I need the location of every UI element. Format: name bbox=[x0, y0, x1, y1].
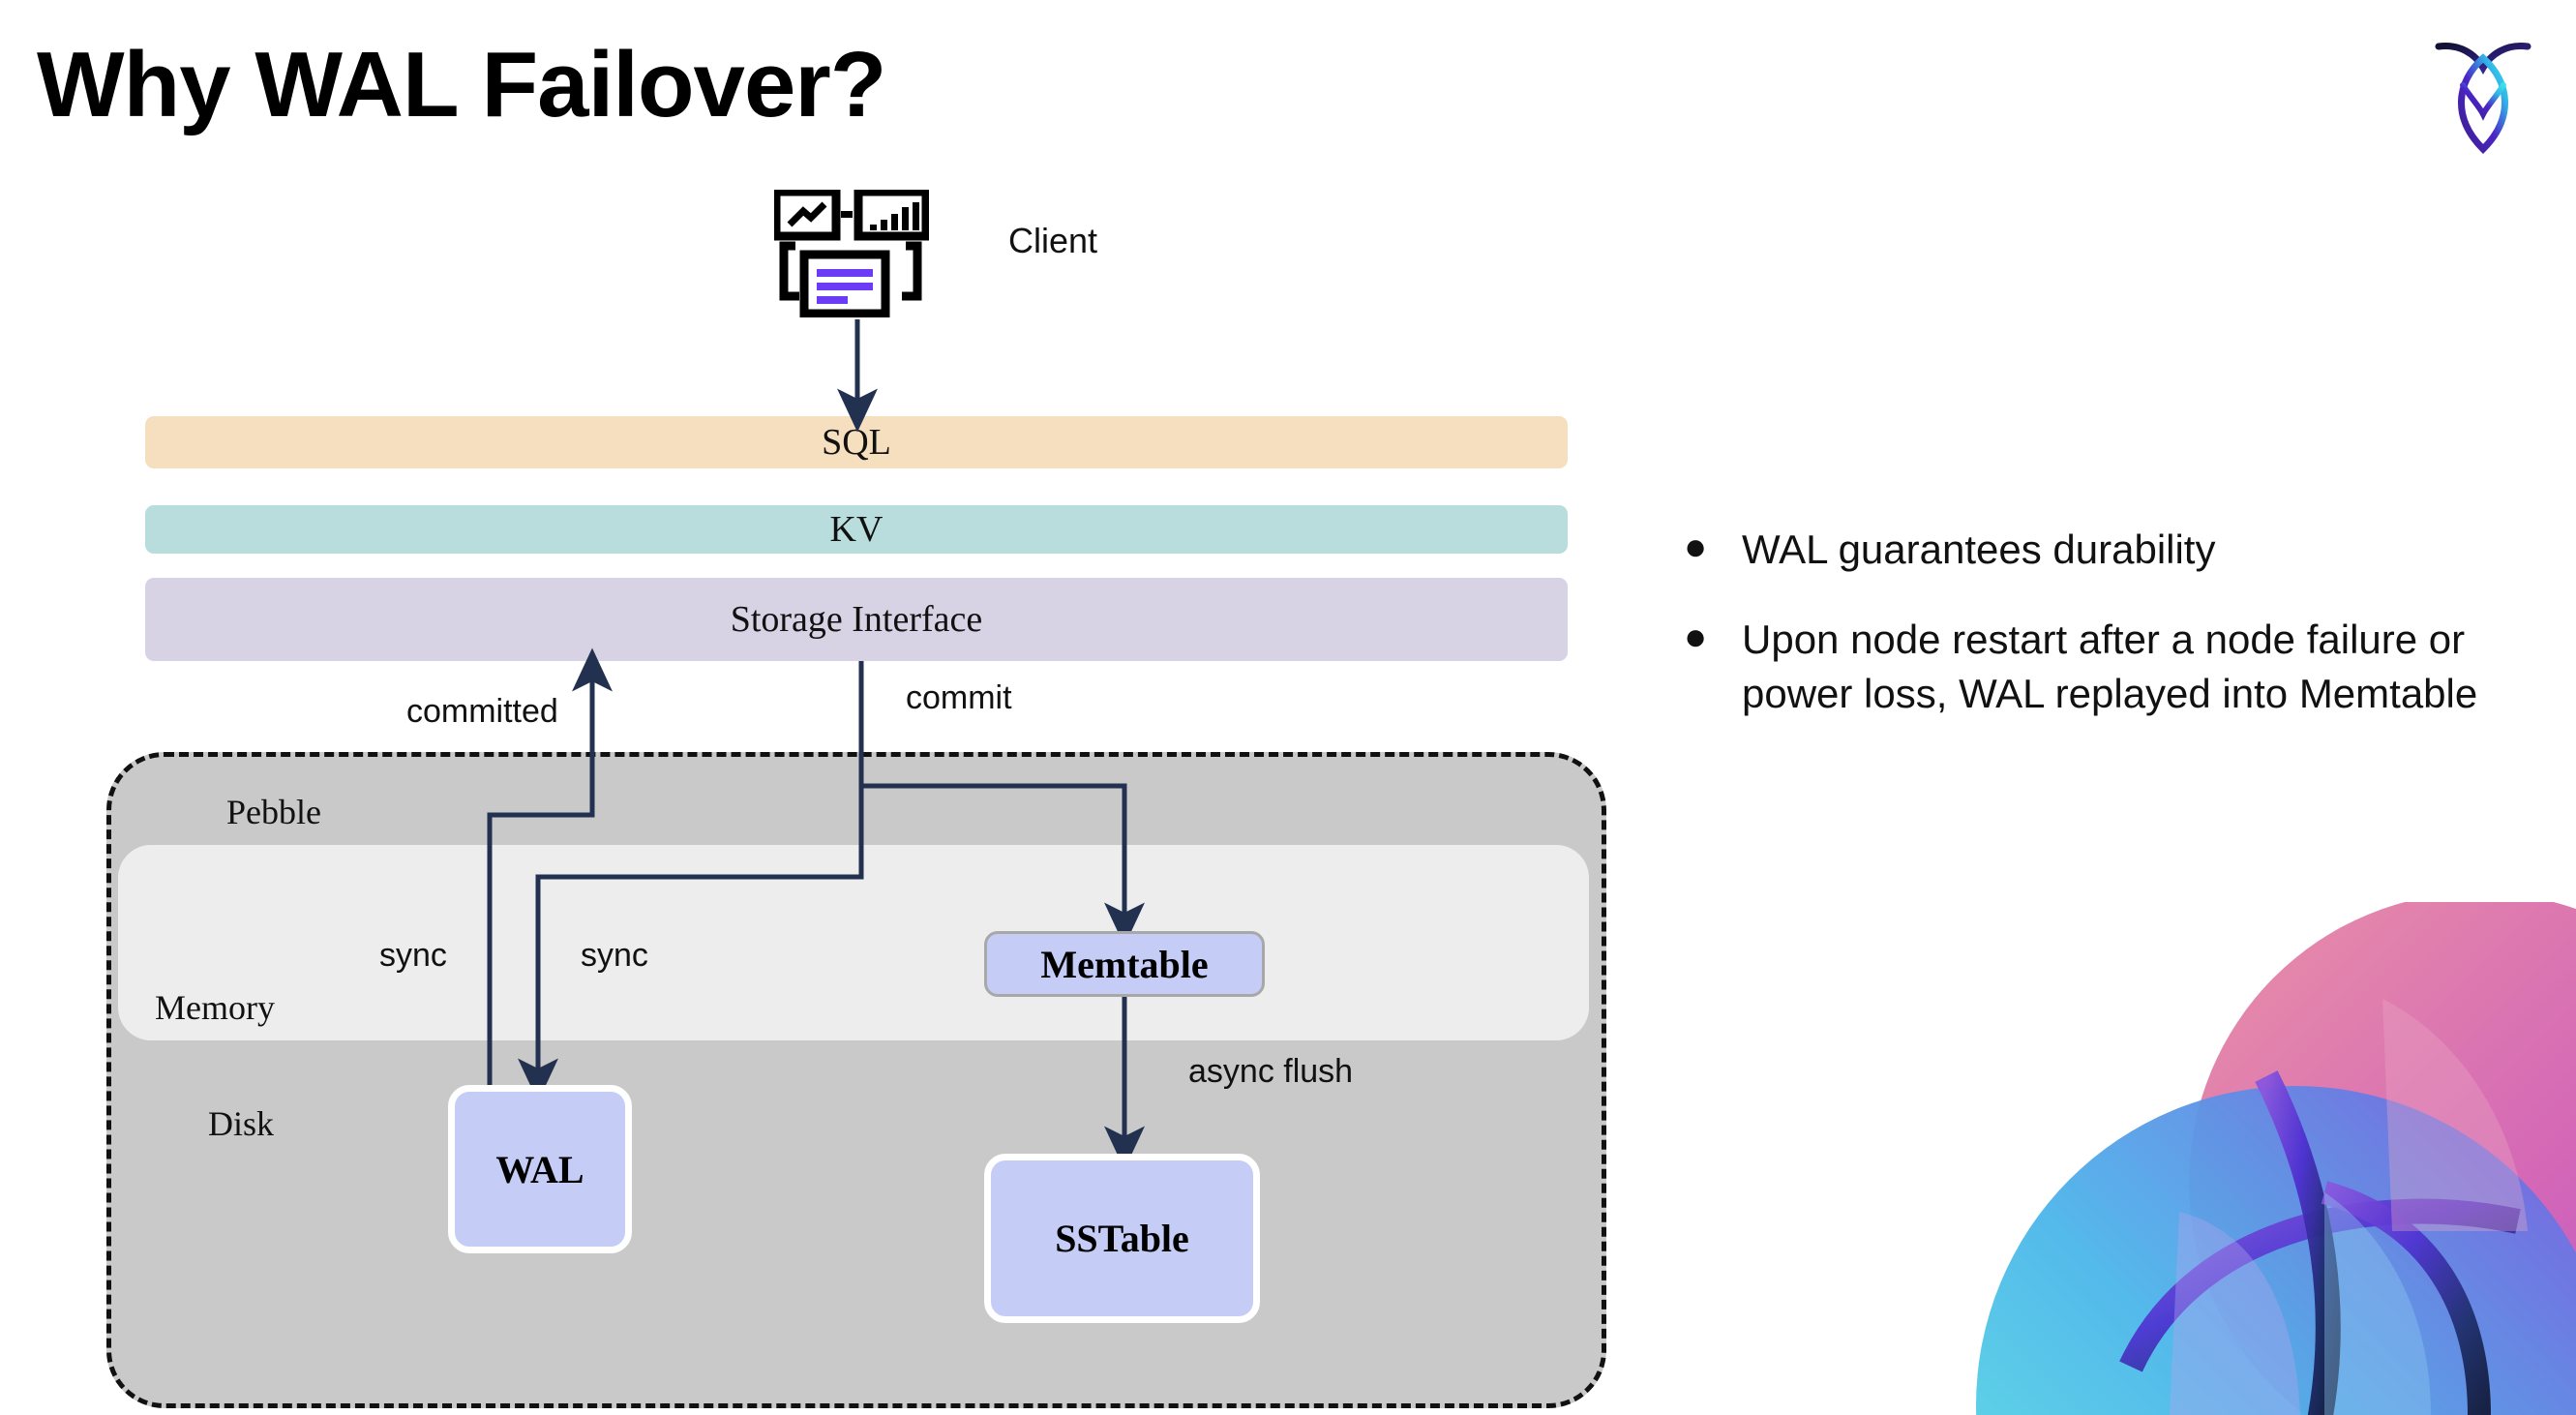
bullet-text: Upon node restart after a node failure o… bbox=[1742, 617, 2478, 716]
layer-bar-storage-interface-label: Storage Interface bbox=[730, 599, 983, 640]
edge-label-committed: committed bbox=[406, 693, 558, 730]
layer-bar-sql: SQL bbox=[145, 416, 1568, 468]
bullet-marker-icon: ● bbox=[1684, 526, 1708, 568]
pebble-label: Pebble bbox=[226, 793, 321, 831]
layer-bar-sql-label: SQL bbox=[822, 422, 891, 463]
bullet-text: WAL guarantees durability bbox=[1742, 527, 2216, 572]
cockroachdb-logo-icon bbox=[2431, 29, 2535, 155]
node-wal-label: WAL bbox=[495, 1147, 584, 1191]
layer-bar-kv: KV bbox=[145, 505, 1568, 554]
page-title: Why WAL Failover? bbox=[37, 33, 886, 136]
memory-band bbox=[118, 845, 1589, 1040]
node-memtable-label: Memtable bbox=[1040, 942, 1209, 986]
node-sstable: SSTable bbox=[984, 1154, 1260, 1323]
edge-label-commit: commit bbox=[906, 679, 1012, 716]
node-sstable-label: SSTable bbox=[1055, 1217, 1189, 1260]
layer-bar-kv-label: KV bbox=[829, 509, 884, 550]
cockroachdb-abstract-art-icon bbox=[1976, 902, 2576, 1415]
node-wal: WAL bbox=[448, 1085, 632, 1253]
node-memtable: Memtable bbox=[984, 931, 1265, 997]
client-dashboard-icon bbox=[771, 187, 931, 318]
edge-label-async-flush: async flush bbox=[1188, 1053, 1354, 1090]
list-item: ● WAL guarantees durability bbox=[1684, 523, 2516, 576]
memory-label: Memory bbox=[155, 988, 275, 1027]
list-item: ● Upon node restart after a node failure… bbox=[1684, 613, 2516, 720]
edge-label-sync-2: sync bbox=[581, 937, 648, 974]
disk-label: Disk bbox=[208, 1104, 275, 1143]
edge-label-sync-1: sync bbox=[379, 937, 447, 974]
layer-bar-storage-interface: Storage Interface bbox=[145, 578, 1568, 661]
client-label: Client bbox=[1008, 221, 1098, 260]
bullet-list: ● WAL guarantees durability ● Upon node … bbox=[1684, 523, 2516, 757]
bullet-marker-icon: ● bbox=[1684, 616, 1708, 659]
